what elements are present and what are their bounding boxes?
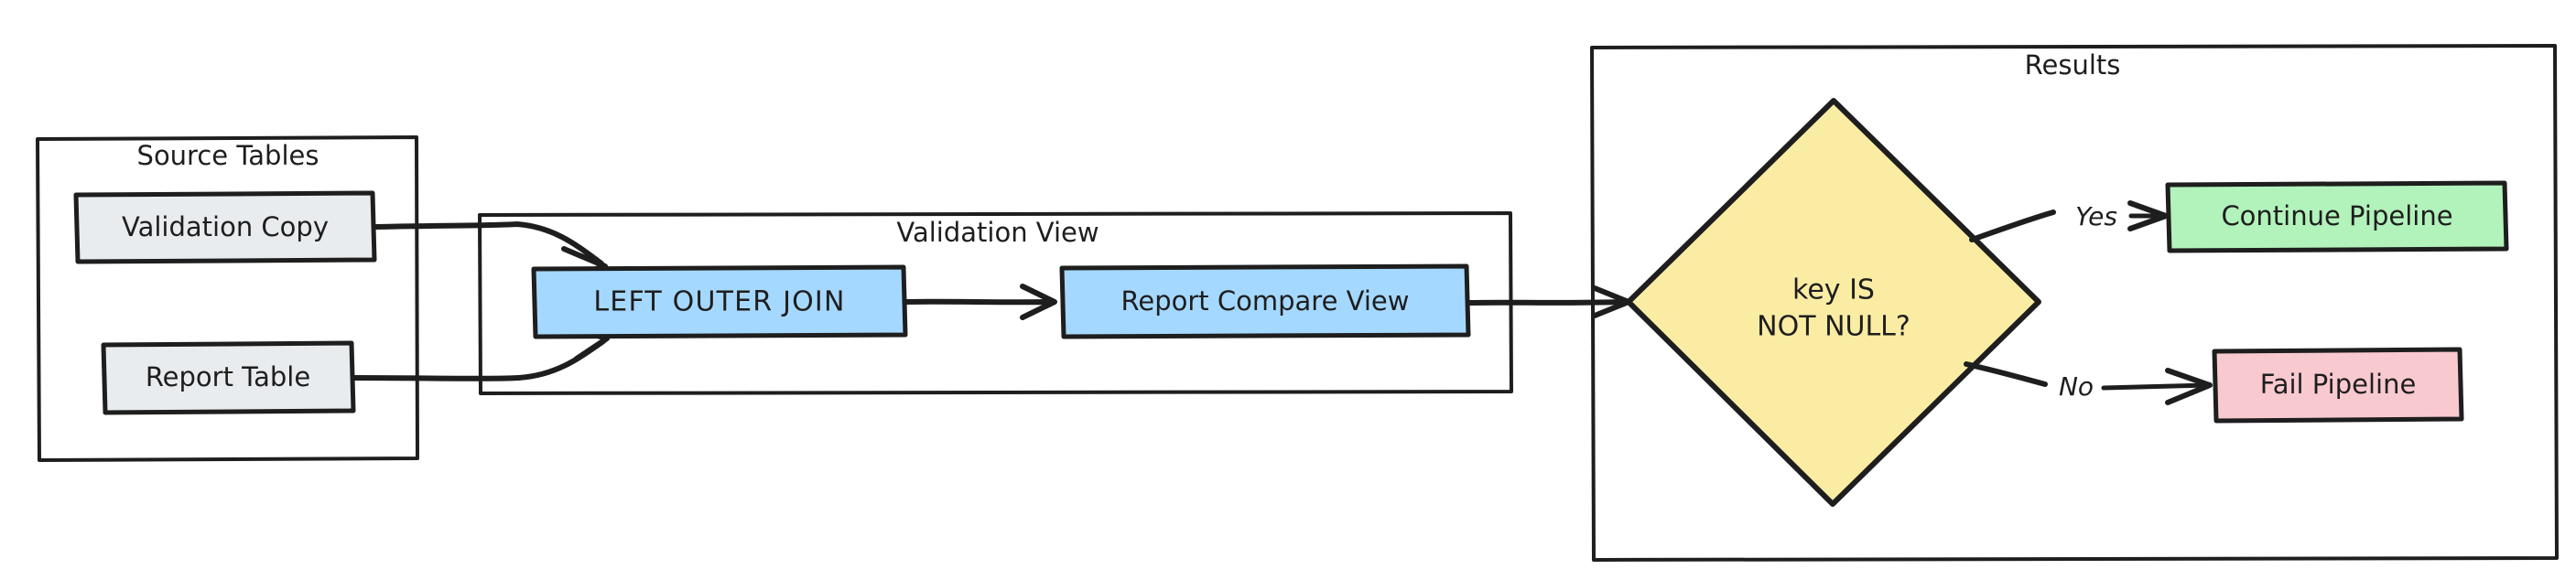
decision-diamond-shape[interactable] xyxy=(1626,98,2041,507)
results-frame xyxy=(1590,44,2559,562)
group-validation-view: Validation View xyxy=(478,211,1513,395)
source-tables-frame xyxy=(36,135,419,462)
report-compare-view-label: Report Compare View xyxy=(1121,285,1410,317)
report-table-box[interactable] xyxy=(101,340,356,415)
edge-no-label: No xyxy=(2059,371,2094,402)
arrowhead-continue-pipeline xyxy=(2127,200,2169,231)
edge-no-to-fail: No xyxy=(1964,361,2213,405)
validation-copy-label: Validation Copy xyxy=(122,211,329,242)
edge-compare-view-to-decision-line xyxy=(1467,299,1628,306)
node-validation-copy[interactable]: Validation Copy xyxy=(73,190,377,264)
edge-report-table-to-join-line xyxy=(351,338,606,381)
left-outer-join-label: LEFT OUTER JOIN xyxy=(593,286,845,318)
left-outer-join-box[interactable] xyxy=(531,264,908,339)
group-results: Results xyxy=(1590,44,2559,562)
edge-join-to-compare-view-line xyxy=(904,298,1054,306)
edge-no-line-left xyxy=(1964,361,2048,387)
node-decision-diamond[interactable]: key IS NOT NULL? xyxy=(1626,98,2041,507)
node-left-outer-join[interactable]: LEFT OUTER JOIN xyxy=(531,264,908,339)
validation-copy-box[interactable] xyxy=(73,190,377,264)
validation-view-frame xyxy=(478,211,1513,395)
arrowhead-compare-view xyxy=(1020,284,1057,320)
fail-pipeline-label: Fail Pipeline xyxy=(2260,369,2417,400)
continue-pipeline-label: Continue Pipeline xyxy=(2221,200,2452,231)
report-table-label: Report Table xyxy=(146,361,310,392)
node-report-compare-view[interactable]: Report Compare View xyxy=(1059,263,1471,339)
group-source-tables: Source Tables xyxy=(36,135,419,462)
continue-pipeline-box[interactable] xyxy=(2165,180,2509,253)
edge-compare-view-to-decision xyxy=(1467,285,1631,318)
arrowhead-fail-pipeline xyxy=(2165,368,2213,405)
results-label: Results xyxy=(2025,49,2121,81)
decision-label-line2: NOT NULL? xyxy=(1757,311,1910,343)
node-continue-pipeline[interactable]: Continue Pipeline xyxy=(2165,180,2509,253)
edge-validation-copy-to-join-line xyxy=(372,221,604,266)
edge-no-line-right xyxy=(2101,382,2211,391)
decision-label-line1: key IS xyxy=(1792,274,1875,306)
node-report-table[interactable]: Report Table xyxy=(101,340,356,415)
fail-pipeline-box[interactable] xyxy=(2212,347,2464,424)
edge-yes-to-continue: Yes xyxy=(1969,200,2169,242)
edge-yes-line-left xyxy=(1969,209,2056,242)
edge-join-to-compare-view xyxy=(904,284,1057,320)
validation-view-label: Validation View xyxy=(896,217,1099,248)
source-tables-label: Source Tables xyxy=(137,140,319,171)
edge-yes-label: Yes xyxy=(2075,201,2117,231)
node-fail-pipeline[interactable]: Fail Pipeline xyxy=(2212,347,2464,424)
report-compare-view-box[interactable] xyxy=(1059,263,1471,339)
